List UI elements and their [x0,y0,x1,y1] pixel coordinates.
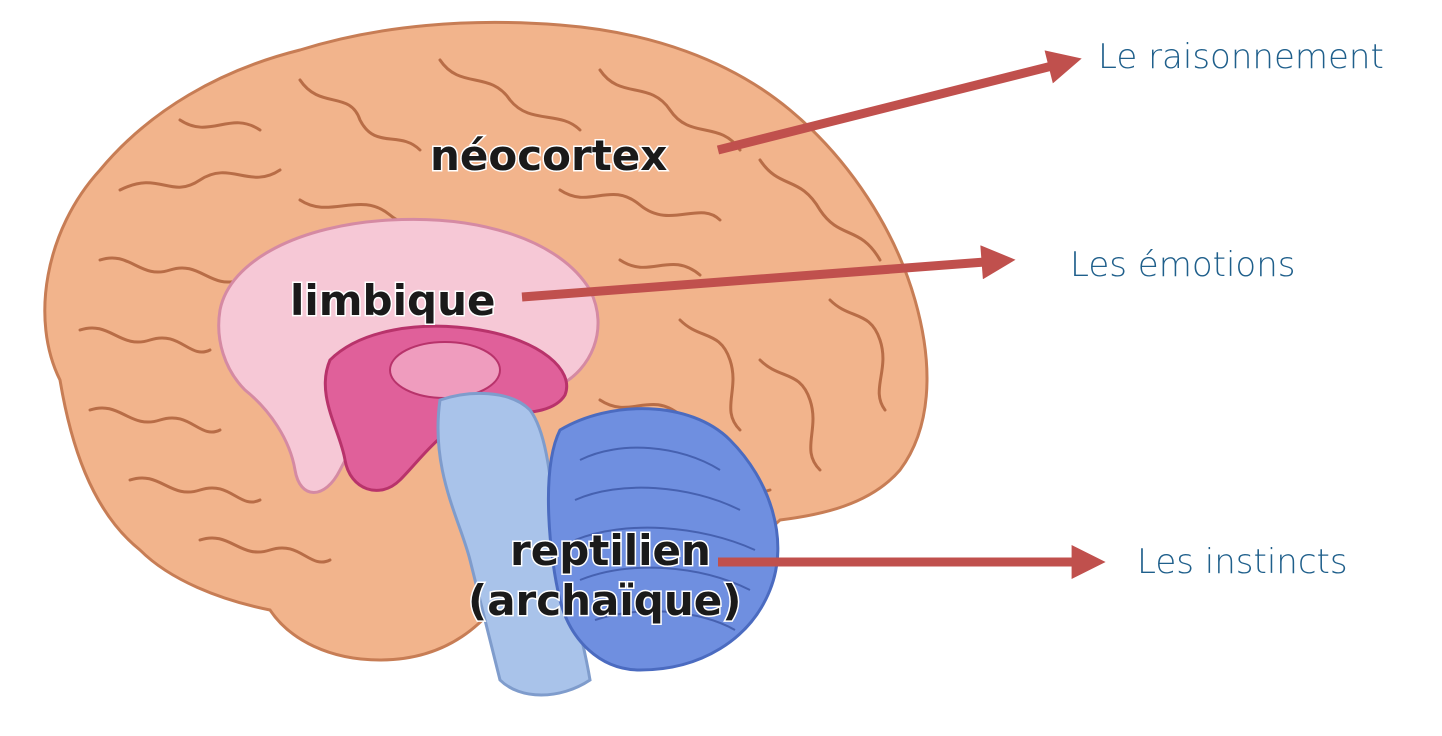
label-archaique: (archaïque) [468,576,741,625]
label-neocortex: néocortex [430,131,667,180]
function-instincts: Les instincts [1137,545,1348,579]
thalamus-shape [390,342,500,398]
label-reptilien: reptilien [510,526,711,575]
function-emotions: Les émotions [1070,248,1295,282]
function-raisonnement: Le raisonnement [1098,40,1384,74]
label-limbique: limbique [290,276,495,325]
